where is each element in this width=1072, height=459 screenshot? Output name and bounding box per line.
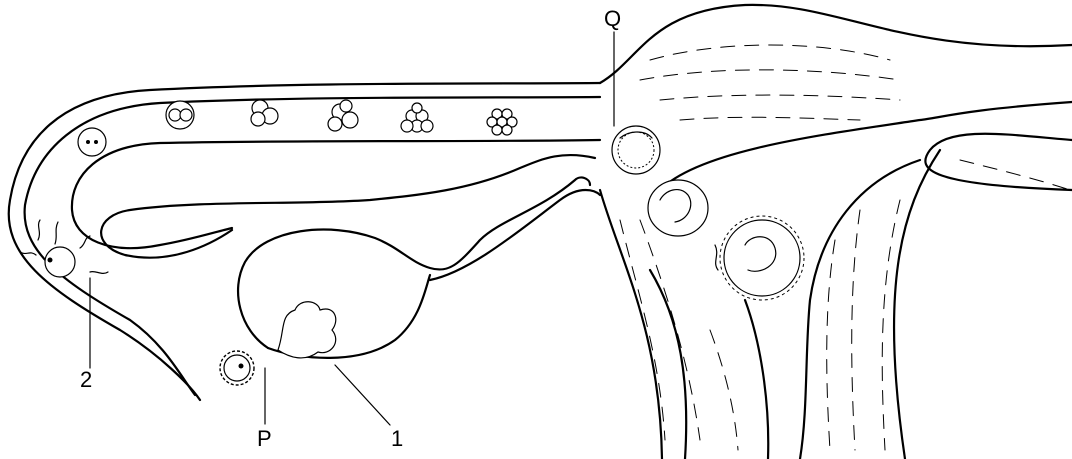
leader-line-1 bbox=[335, 365, 390, 425]
sixteen-cell-stage bbox=[328, 100, 358, 131]
implanting-embryo bbox=[648, 180, 708, 236]
ruptured-follicle bbox=[278, 302, 336, 358]
uterine-wall-center-right bbox=[800, 160, 920, 459]
released-egg bbox=[220, 351, 254, 385]
uterine-wall-center-left bbox=[745, 300, 768, 459]
blastocyst bbox=[612, 126, 660, 174]
label-1: 1 bbox=[391, 428, 403, 450]
uterus-outline bbox=[600, 5, 1072, 83]
muscle-texture bbox=[620, 45, 1070, 450]
uterine-wall-left-outer bbox=[600, 190, 662, 459]
morula-stage bbox=[401, 103, 433, 132]
uterus-inner-cavity bbox=[660, 102, 1072, 190]
eight-cell-stage bbox=[251, 100, 278, 126]
late-morula-stage bbox=[487, 109, 517, 135]
uterus-right-wall bbox=[925, 134, 1072, 190]
ovary-ligament bbox=[430, 190, 600, 280]
label-q: Q bbox=[604, 8, 621, 30]
label-2: 2 bbox=[80, 369, 92, 391]
four-cell-stage bbox=[166, 101, 194, 129]
two-cell-stage bbox=[78, 128, 106, 156]
label-p: P bbox=[257, 428, 272, 450]
uterine-wall-right bbox=[894, 150, 940, 459]
fallopian-tube-inner-lower bbox=[72, 140, 600, 248]
implanted-embryo bbox=[715, 216, 804, 300]
